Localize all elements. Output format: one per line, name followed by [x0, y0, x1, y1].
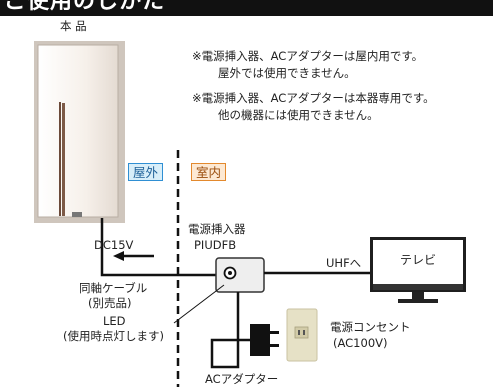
led-note: (使用時点灯します) [63, 329, 164, 343]
uhf-label: UHFへ [326, 256, 362, 270]
adapter-label: ACアダプター [205, 372, 279, 386]
adapter-cable [210, 292, 240, 369]
tv-icon [370, 237, 466, 303]
cable-note: (別売品) [88, 296, 132, 310]
product-label: 本 品 [60, 19, 87, 33]
note-2-line-2: 他の機器には使用できません。 [218, 108, 379, 122]
outlet-voltage: (AC100V) [333, 336, 388, 350]
cable-label: 同軸ケーブル [79, 281, 148, 295]
led-label: LED [103, 314, 126, 328]
ac-adapter-plug [250, 324, 279, 356]
section-header: ご使用のしかた [0, 0, 493, 16]
led-leader [173, 284, 225, 324]
note-1-line-2: 屋外では使用できません。 [218, 66, 356, 80]
tv-label: テレビ [400, 253, 437, 267]
wall-outlet [286, 308, 318, 362]
note-1-line-1: ※電源挿入器、ACアダプターは屋内用です。 [192, 49, 424, 63]
outdoor-tag: 屋外 [128, 163, 164, 181]
antenna-unit [34, 41, 125, 223]
outlet-label: 電源コンセント [330, 320, 411, 334]
section-title: ご使用のしかた [4, 0, 166, 14]
power-injector [215, 257, 265, 293]
indoor-tag: 室内 [191, 163, 227, 181]
injector-label: 電源挿入器 [188, 222, 246, 236]
note-2-line-1: ※電源挿入器、ACアダプターは本器専用です。 [192, 91, 435, 105]
dc-arrow [113, 251, 154, 261]
injector-model: PIUDFB [194, 238, 237, 252]
dc-voltage-label: DC15V [94, 238, 134, 252]
coax-cable [100, 218, 216, 277]
